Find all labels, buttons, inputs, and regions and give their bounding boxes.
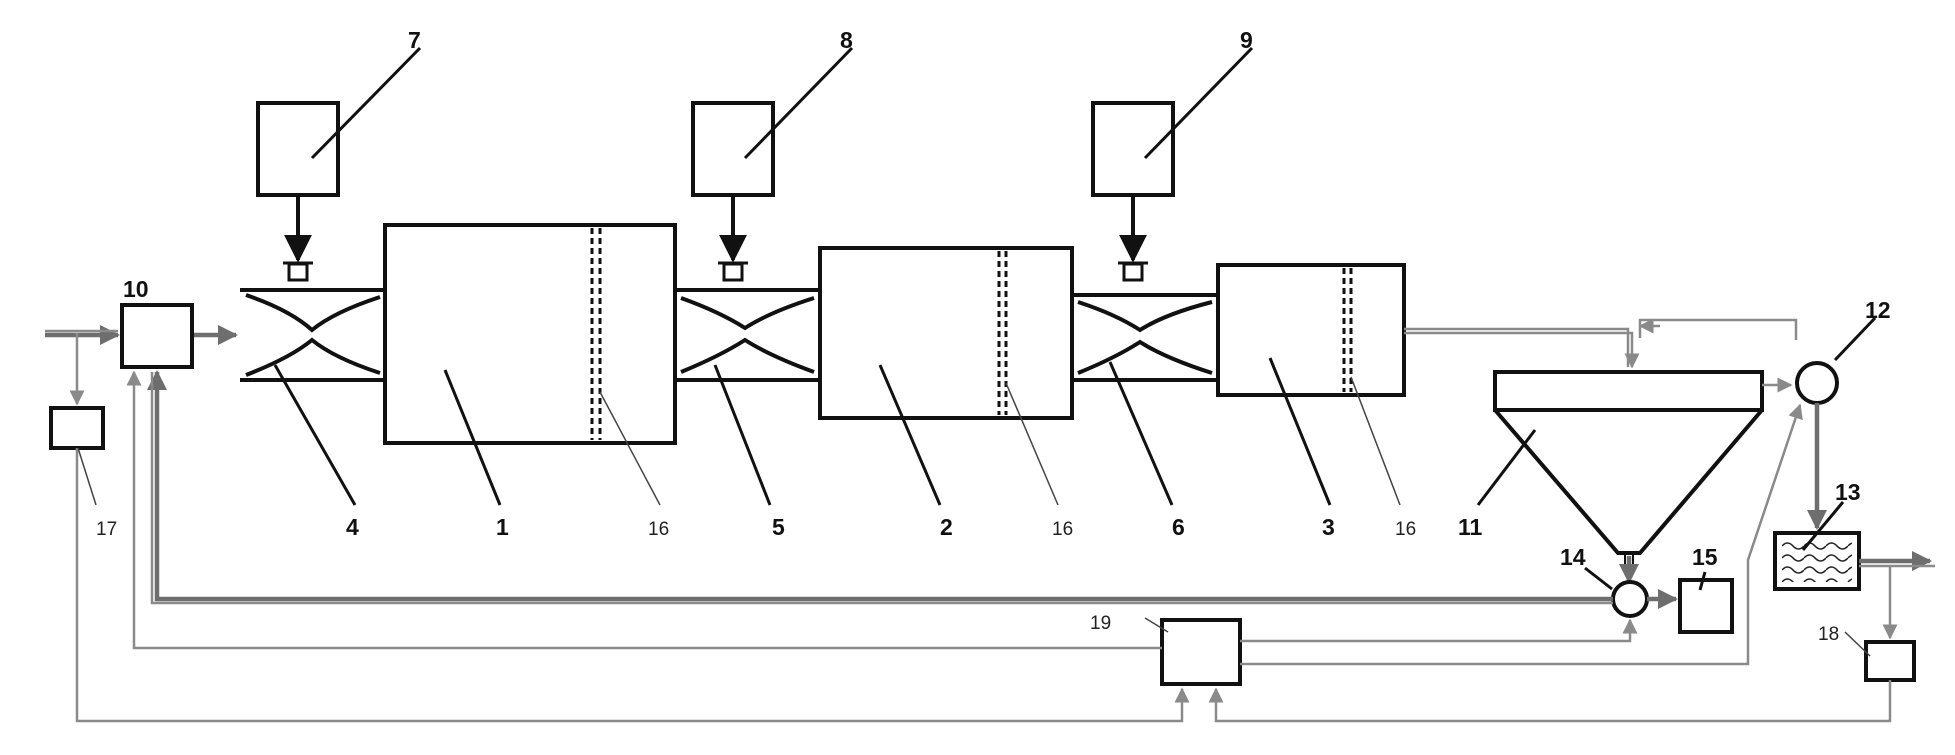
- dosing-tank-9: [1091, 101, 1175, 282]
- filter-13: [1773, 531, 1861, 591]
- label-16-tank-2: 16: [1052, 519, 1073, 540]
- inlet-flow: [45, 324, 239, 346]
- static-mixer-6: [1072, 293, 1218, 382]
- pump-14: [1611, 580, 1649, 618]
- label-6: 6: [1172, 514, 1185, 540]
- label-12: 12: [1865, 297, 1891, 323]
- label-3: 3: [1322, 514, 1335, 540]
- static-mixer-4: [240, 288, 385, 382]
- label-5: 5: [772, 514, 785, 540]
- dosing-tank-7: [256, 101, 340, 282]
- signal-lines: [75, 370, 1892, 723]
- sensor-18: [1864, 640, 1916, 682]
- label-9: 9: [1240, 27, 1253, 53]
- sludge-recirculation-line: [146, 369, 1613, 605]
- sensor-17: [49, 406, 105, 450]
- label-2: 2: [940, 514, 953, 540]
- controller-19: [1160, 618, 1242, 686]
- label-11: 11: [1458, 514, 1483, 540]
- static-mixer-5: [675, 288, 820, 382]
- label-14: 14: [1560, 544, 1586, 570]
- dosing-tank-8: [691, 101, 775, 282]
- label-17: 17: [96, 519, 117, 540]
- valve-10: [120, 303, 194, 369]
- label-1: 1: [496, 514, 509, 540]
- settler-11: [1493, 370, 1764, 570]
- label-7: 7: [408, 27, 421, 53]
- label-8: 8: [840, 27, 853, 53]
- pump-12: [1795, 361, 1839, 405]
- settler-feed-line: [1404, 318, 1798, 369]
- tank-1: [383, 223, 677, 445]
- tank-2: [818, 246, 1074, 420]
- label-4: 4: [346, 514, 359, 540]
- label-16-tank-3: 16: [1395, 519, 1416, 540]
- label-18: 18: [1818, 624, 1839, 645]
- sludge-receiver-15: [1678, 578, 1734, 634]
- label-19: 19: [1090, 613, 1111, 634]
- tank-3: [1216, 263, 1406, 397]
- label-15: 15: [1692, 544, 1718, 570]
- label-10: 10: [123, 276, 149, 302]
- filter-13-outlet: [1859, 550, 1935, 640]
- label-16-tank-1: 16: [648, 519, 669, 540]
- label-13: 13: [1835, 479, 1861, 505]
- leader-lines: [77, 46, 1877, 657]
